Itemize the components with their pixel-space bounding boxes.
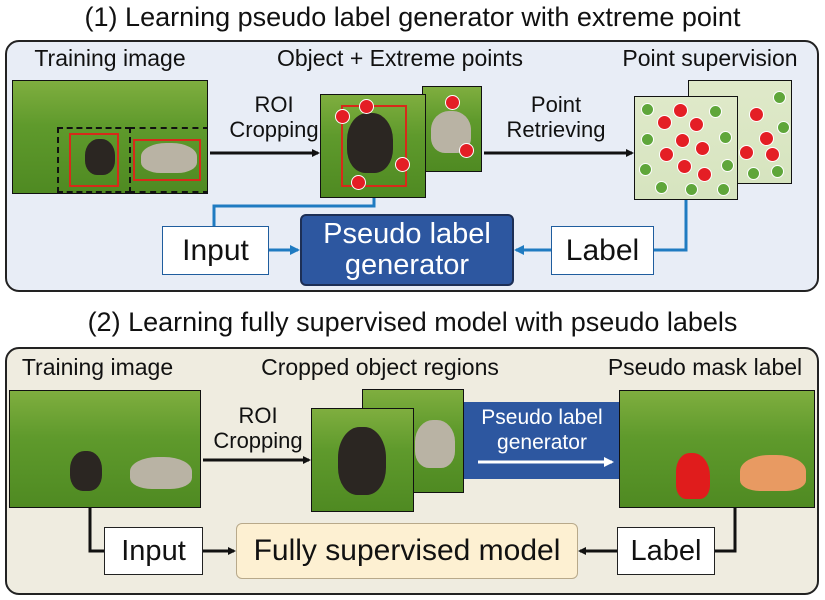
background-point: [773, 91, 786, 104]
background-point: [709, 105, 722, 118]
extreme-point: [677, 159, 692, 174]
s2-label-box: Label: [617, 527, 715, 575]
extreme-point: [395, 157, 410, 172]
s2-generator-line1: Pseudo label: [481, 406, 603, 429]
extreme-point: [695, 141, 710, 156]
bbox-red: [133, 139, 201, 181]
extreme-point: [739, 145, 754, 160]
sheep-black: [347, 113, 393, 173]
extreme-point: [689, 117, 704, 132]
sheep-white: [415, 420, 455, 468]
background-point: [721, 159, 734, 172]
s2-model-text: Fully supervised model: [253, 534, 561, 567]
s1-label-box: Label: [551, 226, 654, 275]
extreme-point: [657, 115, 672, 130]
s1-generator-line1: Pseudo label: [323, 218, 491, 250]
s1-generator-line2: generator: [344, 249, 470, 281]
background-point: [639, 163, 652, 176]
background-point: [641, 103, 654, 116]
sheep-black: [70, 451, 102, 491]
s1-object-points-label: Object + Extreme points: [276, 45, 524, 71]
s1-generator-box: Pseudo label generator: [300, 214, 514, 286]
s2-input-text: Input: [121, 534, 186, 567]
extreme-point: [659, 147, 674, 162]
s2-input-box: Input: [104, 527, 203, 575]
s2-training-image: [9, 390, 201, 508]
s2-generator-box: Pseudo label generator: [464, 402, 620, 479]
extreme-point: [351, 175, 366, 190]
extreme-point: [335, 109, 350, 124]
background-point: [771, 165, 784, 178]
extreme-point: [459, 143, 474, 158]
bbox-red: [341, 105, 407, 187]
mask-orange: [740, 455, 806, 491]
arrow-points-to-label: [654, 200, 688, 252]
s1-label-text: Label: [565, 233, 640, 267]
section1-title: (1) Learning pseudo label generator with…: [84, 2, 741, 32]
sheep-white: [130, 457, 192, 489]
background-point: [655, 181, 668, 194]
extreme-point: [749, 107, 764, 122]
extreme-point: [359, 99, 374, 114]
background-point: [747, 167, 760, 180]
extreme-point: [759, 131, 774, 146]
sheep-white: [141, 143, 197, 173]
s2-pseudo-mask-image: [619, 390, 815, 508]
s1-crop-front: [320, 94, 426, 198]
mask-red: [676, 453, 710, 499]
extreme-point: [675, 133, 690, 148]
s1-point-supervision-label: Point supervision: [622, 45, 798, 71]
extreme-point: [445, 95, 460, 110]
background-point: [777, 121, 790, 134]
background-point: [685, 183, 698, 196]
s1-training-image-label: Training image: [34, 45, 186, 71]
bbox-red: [69, 133, 119, 187]
roi-box-dashed: [129, 127, 207, 193]
extreme-point: [697, 167, 712, 182]
extreme-point: [673, 103, 688, 118]
section2-title: (2) Learning fully supervised model with…: [87, 307, 738, 337]
sheep-black: [85, 139, 115, 175]
s1-input-text: Input: [182, 233, 249, 267]
s1-training-image: [12, 80, 208, 194]
s2-label-text: Label: [630, 534, 702, 567]
background-point: [641, 133, 654, 146]
s2-generator-line2: generator: [497, 431, 587, 454]
s2-pseudo-mask-label: Pseudo mask label: [607, 354, 803, 380]
s2-training-image-label: Training image: [21, 354, 174, 380]
arrow-mask-to-label: [715, 508, 737, 553]
s2-model-box: Fully supervised model: [236, 523, 578, 579]
arrow-crop-to-input: [212, 198, 376, 226]
background-point: [719, 131, 732, 144]
s1-crop-back: [422, 86, 482, 172]
extreme-point: [765, 147, 780, 162]
s2-crop-front: [311, 408, 414, 512]
s1-input-box: Input: [162, 226, 269, 275]
background-point: [717, 183, 730, 196]
s1-point-supervision-front: [634, 96, 738, 200]
arrow-image-to-input: [88, 508, 104, 553]
sheep-black: [338, 427, 386, 495]
s2-cropped-regions-label: Cropped object regions: [261, 354, 499, 380]
